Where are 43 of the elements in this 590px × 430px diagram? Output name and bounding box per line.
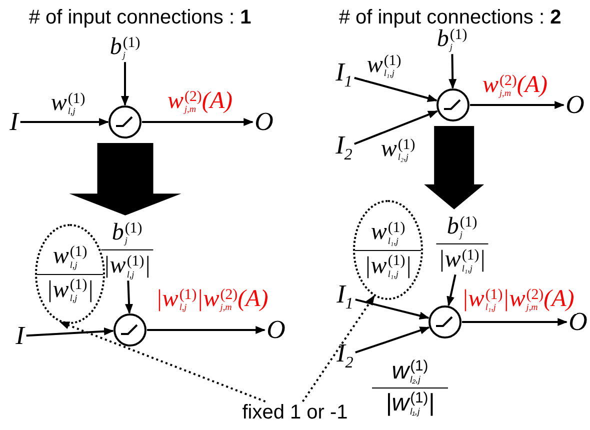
arrow <box>446 274 456 306</box>
math-label: O <box>564 91 586 119</box>
dotted-ellipse <box>35 224 105 324</box>
math-label: I$_{2}$ <box>334 339 356 373</box>
arrow <box>125 280 134 314</box>
block-arrow <box>69 143 182 216</box>
math-label: I$_{1}$ <box>334 280 356 314</box>
denominator: |w$^{(1)}$$_{l₁,j}$| <box>437 246 487 275</box>
denominator: |w$^{(1)}$$_{l,j}$| <box>102 252 152 281</box>
edge-label: w$^{(2)}$$_{j,m}$(A) <box>480 72 550 100</box>
section-heading: # of input connections : 2 <box>338 6 562 28</box>
dotted-ellipse <box>353 200 423 300</box>
neuron-circle <box>428 305 462 339</box>
math-label: O <box>252 108 276 136</box>
arrow <box>26 327 114 337</box>
note-text: fixed 1 or -1 <box>242 402 348 424</box>
neuron-circle <box>436 88 470 122</box>
neuron-circle <box>113 313 147 347</box>
denominator: |w$^{(1)}$$_{l₁,j}$| <box>363 252 413 281</box>
section-heading: # of input connections : 1 <box>28 6 252 30</box>
arrow <box>355 326 430 354</box>
math-label: I <box>8 108 20 136</box>
arrow <box>355 298 430 320</box>
block-arrow <box>424 126 484 210</box>
denominator: |w$^{(1)}$$_{l,j}$| <box>45 276 95 305</box>
arrow <box>462 318 568 326</box>
math-label: I <box>14 322 26 350</box>
math-label: I$_{1}$ <box>334 58 354 92</box>
arrow <box>20 118 109 126</box>
denominator: |w$^{(1)}$$_{l₁,j}$| <box>384 390 436 418</box>
arrow <box>147 326 266 334</box>
math-label: I$_{2}$ <box>334 131 354 165</box>
neuron-circle <box>108 105 142 139</box>
edge-label: w$^{(2)}$$_{j,m}$(A) <box>165 88 235 116</box>
arrow <box>354 76 438 102</box>
arrow <box>142 118 254 126</box>
math-label: O <box>264 316 288 344</box>
leader-arrow <box>302 295 376 402</box>
leader-arrow <box>59 321 266 402</box>
arrow <box>354 110 438 145</box>
arrow <box>121 62 129 106</box>
arrow <box>448 54 457 89</box>
arrow <box>470 101 565 109</box>
